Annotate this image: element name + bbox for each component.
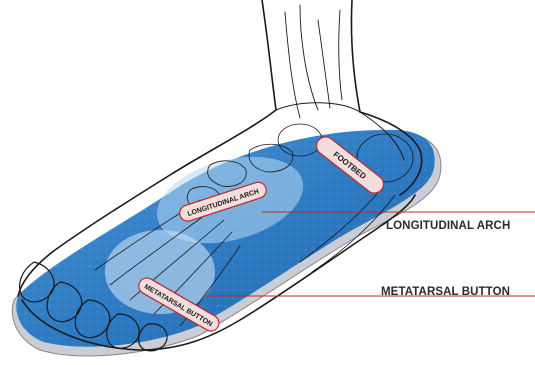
longitudinal-arch-label: LONGITUDINAL ARCH [386, 220, 510, 232]
metatarsal-button-label: METATARSAL BUTTON [381, 286, 510, 298]
